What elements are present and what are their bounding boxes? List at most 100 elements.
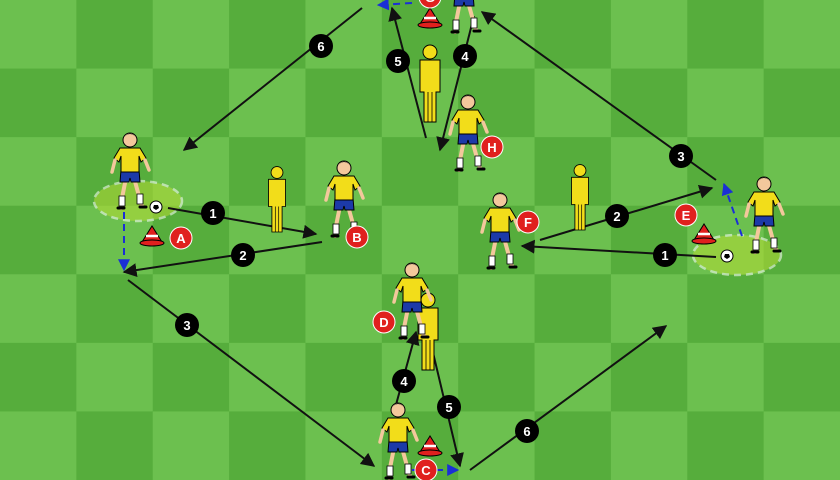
grass-tile: [0, 274, 77, 344]
grass-tile: [152, 68, 230, 138]
svg-text:2: 2: [239, 248, 246, 263]
svg-text:3: 3: [183, 318, 190, 333]
player-label-c: C: [421, 463, 431, 478]
player-label-g: G: [425, 0, 435, 5]
grass-tile: [534, 342, 612, 412]
grass-tile: [0, 411, 77, 480]
player-marker-e: E: [674, 203, 698, 227]
grass-tile: [229, 274, 306, 344]
player-label-e: E: [682, 208, 691, 223]
grass-tile: [0, 342, 77, 412]
step-badge-right-1: 1: [653, 243, 677, 267]
grass-tile: [76, 342, 154, 412]
grass-tile: [763, 411, 840, 480]
step-badge-left-1: 1: [201, 201, 225, 225]
grass-tile: [305, 274, 383, 344]
grass-tile: [763, 0, 840, 70]
svg-text:6: 6: [523, 424, 530, 439]
svg-text:2: 2: [613, 209, 620, 224]
grass-tile: [534, 68, 612, 138]
grass-tile: [458, 274, 536, 344]
grass-tile: [229, 0, 306, 70]
step-badge-bottom-6: 6: [515, 419, 539, 443]
grass-tile: [305, 68, 383, 138]
grass-tile: [0, 137, 77, 207]
svg-text:1: 1: [209, 206, 216, 221]
player-label-a: A: [176, 231, 186, 246]
grass-tile: [76, 411, 154, 480]
arrow-left-1: [167, 207, 318, 239]
arrow-bottom-6: [469, 325, 668, 471]
grass-tile: [763, 68, 840, 138]
arrow-left-2: [122, 241, 323, 278]
grass-tile: [610, 411, 688, 480]
svg-text:4: 4: [461, 49, 469, 64]
step-badge-top-5: 5: [386, 49, 410, 73]
grass-tile: [229, 68, 306, 138]
step-badge-left-3: 3: [175, 313, 199, 337]
grass-tile: [229, 411, 306, 480]
grass-tile: [534, 205, 612, 275]
grass-tile: [76, 274, 154, 344]
player-marker-b: B: [345, 225, 369, 249]
player-marker-d: D: [372, 310, 396, 334]
player-marker-a: A: [169, 226, 193, 250]
step-badge-bottom-5: 5: [437, 395, 461, 419]
step-badge-left-2: 2: [231, 243, 255, 267]
grass-tile: [534, 0, 612, 70]
run-top: [376, 0, 413, 11]
step-badge-bottom-4: 4: [392, 369, 416, 393]
step-badge-top-4: 4: [453, 44, 477, 68]
grass-tile: [534, 274, 612, 344]
grass-tile: [229, 342, 306, 412]
step-badge-right-2: 2: [605, 204, 629, 228]
arrow-top-5: [388, 6, 427, 139]
grass-tile: [152, 342, 230, 412]
grass-tile: [610, 68, 688, 138]
svg-text:5: 5: [394, 54, 401, 69]
grass-tile: [305, 205, 383, 275]
grass-tile: [763, 274, 840, 344]
grass-tile: [305, 0, 383, 70]
grass-tile: [687, 274, 765, 344]
grass-tile: [76, 0, 154, 70]
grass-tile: [763, 137, 840, 207]
grass-tile: [687, 68, 765, 138]
arrow-left-3: [127, 279, 376, 467]
grass-tile: [381, 137, 459, 207]
grass-tile: [610, 274, 688, 344]
player-label-b: B: [352, 230, 361, 245]
step-badge-right-3: 3: [669, 144, 693, 168]
grass-tile: [229, 137, 306, 207]
grass-tile: [763, 342, 840, 412]
grass-tile: [381, 205, 459, 275]
grass-tile: [0, 0, 77, 70]
svg-text:5: 5: [445, 400, 452, 415]
player-marker-f: F: [516, 210, 540, 234]
player-label-h: H: [487, 140, 496, 155]
grass-tile: [0, 205, 77, 275]
ball-left: [149, 200, 163, 214]
grass-tile: [152, 411, 230, 480]
grass-tile: [458, 342, 536, 412]
run-arrows: [118, 0, 743, 476]
arrow-top-6: [182, 7, 363, 151]
ball-right: [720, 249, 734, 263]
grass-tile: [687, 411, 765, 480]
player-marker-g: G: [418, 0, 442, 9]
arrow-right-1: [520, 239, 717, 258]
grass-tile: [610, 342, 688, 412]
player-marker-h: H: [480, 135, 504, 159]
svg-text:3: 3: [677, 149, 684, 164]
svg-text:6: 6: [317, 39, 324, 54]
grass-tile: [76, 68, 154, 138]
run-right: [721, 182, 743, 237]
step-badges: 1 2 3 4 5 6 1 2 3 4 5 6: [175, 34, 693, 443]
grass-tile: [687, 342, 765, 412]
grass-tile: [610, 0, 688, 70]
player-label-f: F: [524, 215, 532, 230]
svg-text:4: 4: [400, 374, 408, 389]
step-badge-top-6: 6: [309, 34, 333, 58]
grass-tile: [305, 342, 383, 412]
